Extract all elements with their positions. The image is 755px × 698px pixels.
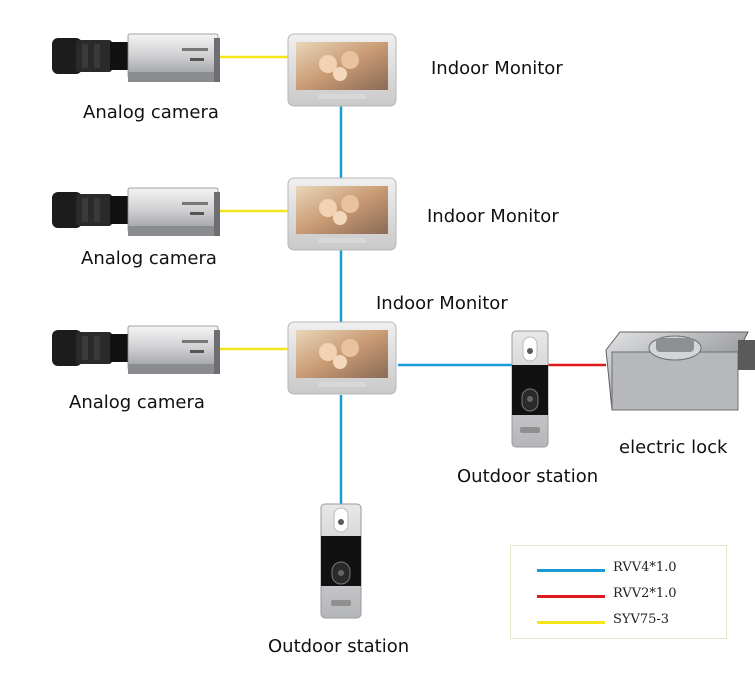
legend-swatch-blue [537,569,605,572]
indoor-monitor-1-label: Indoor Monitor [431,58,563,79]
analog-camera-3-label: Analog camera [69,392,205,413]
outdoor-station-bottom-label: Outdoor station [268,636,410,657]
electric-lock-label: electric lock [619,437,728,458]
legend-swatch-yellow [537,621,605,624]
indoor-monitor-2 [287,177,397,251]
legend-swatch-red [537,595,605,598]
indoor-monitor-2-label: Indoor Monitor [427,206,559,227]
legend-item-rvv4: RVV4*1.0 [537,560,722,580]
analog-camera-2 [52,187,220,236]
legend-label: RVV4*1.0 [613,560,677,575]
outdoor-station-right [511,330,549,448]
analog-camera-2-label: Analog camera [81,248,217,269]
legend-item-rvv2: RVV2*1.0 [537,586,722,606]
indoor-monitor-1 [287,33,397,107]
outdoor-station-bottom [320,503,362,619]
analog-camera-1-label: Analog camera [83,102,219,123]
wires [218,55,606,507]
indoor-monitor-3-label: Indoor Monitor [376,293,508,314]
analog-camera-3 [52,325,220,374]
electric-lock-picture [605,331,755,411]
cable-legend: RVV4*1.0 RVV2*1.0 SYV75-3 [510,545,727,639]
indoor-monitor-3 [287,321,397,395]
legend-label: SYV75-3 [613,612,670,627]
analog-camera-1 [52,33,220,82]
legend-item-syv75: SYV75-3 [537,612,722,632]
outdoor-station-right-label: Outdoor station [457,466,599,487]
legend-label: RVV2*1.0 [613,586,677,601]
